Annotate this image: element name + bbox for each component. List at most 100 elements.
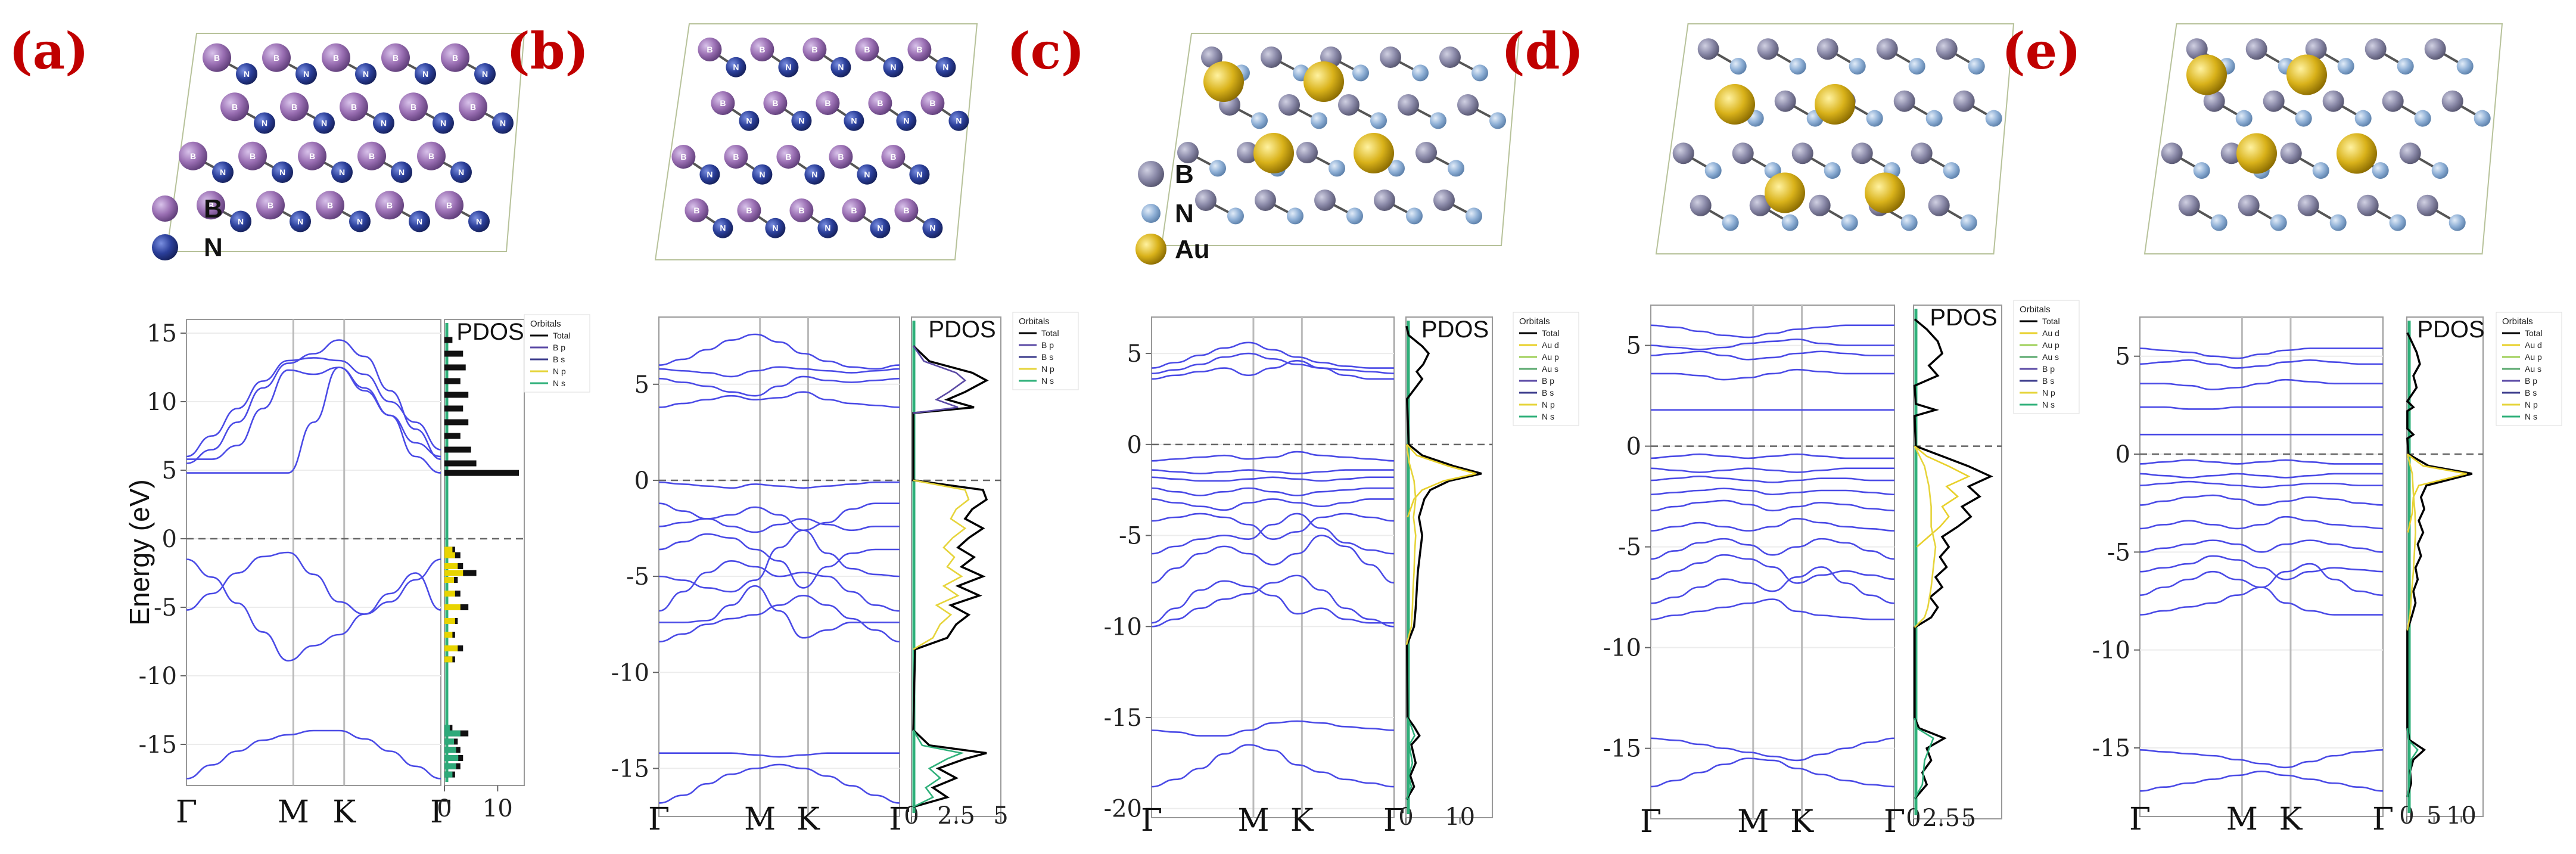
n-atom xyxy=(1489,112,1506,129)
n-atom-tag: N xyxy=(381,118,387,128)
atomic-structures: BNBNBNBNBNBNBNBNBNBNBNBNBNBNBNBNBNBNBNBN… xyxy=(166,23,2503,260)
n-atom xyxy=(2193,162,2210,179)
n-atom xyxy=(1430,112,1446,129)
pdos-curve-n-p xyxy=(913,479,970,650)
n-atom xyxy=(1251,112,1268,129)
b-atom xyxy=(1415,142,1437,163)
n-atom-tag: N xyxy=(838,63,844,72)
pdos-bar-n-s xyxy=(444,738,455,745)
n-atom-tag: N xyxy=(942,63,948,72)
b-atom-tag: B xyxy=(890,152,896,162)
b-atom-tag: B xyxy=(825,98,830,108)
legend-entry: Total xyxy=(2525,328,2543,338)
b-atom xyxy=(2203,90,2225,112)
b-atom xyxy=(1314,190,1336,211)
band-line xyxy=(1650,324,1894,339)
b-atom-tag: B xyxy=(470,102,476,111)
b-atom xyxy=(907,38,932,61)
y-tick-label: 5 xyxy=(1626,333,1641,360)
b-atom-tag: B xyxy=(680,152,686,162)
b-atom xyxy=(1791,142,1813,164)
y-tick-label: 5 xyxy=(2115,343,2130,371)
b-atom xyxy=(2399,142,2421,164)
n-atom xyxy=(1960,214,1977,231)
n-atom-tag: N xyxy=(339,167,345,177)
pdos-title: PDOS xyxy=(456,319,524,345)
band-line xyxy=(1650,737,1895,762)
pdos-bar-total xyxy=(444,470,519,476)
b-atom xyxy=(2441,90,2463,112)
n-atom xyxy=(765,218,786,238)
legend-entry: B s xyxy=(553,355,565,364)
b-atom xyxy=(1433,190,1455,211)
pdos-bar-n-p xyxy=(444,604,461,610)
b-atom xyxy=(322,43,350,72)
band-line xyxy=(1151,720,1395,737)
n-atom xyxy=(896,110,917,131)
band-line xyxy=(2139,378,2383,390)
y-tick-label: -5 xyxy=(1119,523,1142,550)
n-atom-tag: N xyxy=(720,223,726,233)
n-atom xyxy=(1311,112,1327,129)
band-line xyxy=(658,518,900,533)
band-line xyxy=(1151,360,1394,380)
n-atom-tag: N xyxy=(903,116,909,126)
pdos-bar-n-s xyxy=(444,730,461,737)
n-atom xyxy=(212,161,234,183)
legend-entry: B p xyxy=(553,343,565,352)
b-atom xyxy=(789,198,814,222)
b-atom xyxy=(737,198,761,222)
b-atom xyxy=(2161,142,2183,164)
pdos-curve-n-s xyxy=(1405,717,1415,800)
legend-au-atom xyxy=(1135,234,1166,265)
b-atom xyxy=(179,141,207,170)
legend-b-atom xyxy=(152,195,178,222)
band-line xyxy=(2139,480,2383,489)
au-atom xyxy=(1765,172,1805,213)
b-atom xyxy=(1690,194,1712,216)
x-tick-label: Γ xyxy=(648,802,670,837)
b-atom-tag: B xyxy=(864,45,870,54)
y-tick-label: -5 xyxy=(154,594,177,622)
legend-entry: N p xyxy=(2042,388,2055,398)
n-atom-tag: N xyxy=(279,167,285,177)
n-atom xyxy=(948,110,969,131)
n-atom xyxy=(236,63,257,85)
b-atom xyxy=(763,91,788,115)
legend-entry: Au d xyxy=(2525,340,2542,350)
au-atom xyxy=(1715,84,1755,125)
n-atom xyxy=(2431,162,2449,179)
n-atom-tag: N xyxy=(303,69,309,79)
pdos-x-tick-label: 5 xyxy=(2426,802,2441,830)
n-atom xyxy=(1466,207,1482,225)
b-atom xyxy=(750,38,774,61)
pdos-curve-n-p xyxy=(1914,446,1937,628)
pdos-curve-n-s xyxy=(2406,728,2419,797)
band-line xyxy=(658,502,900,532)
n-atom xyxy=(1448,160,1464,177)
unit-cell-outline xyxy=(166,33,525,252)
pdos-bar-n-p xyxy=(444,570,463,576)
legend-entry: N p xyxy=(1542,400,1555,409)
n-atom-tag: N xyxy=(733,63,739,72)
au-atom xyxy=(2186,54,2227,95)
n-atom xyxy=(313,112,335,134)
band-line xyxy=(186,357,441,458)
pdos-bar-total xyxy=(444,433,461,439)
n-atom xyxy=(791,110,812,131)
band-plot-frame xyxy=(2139,316,2384,817)
structure-legend-a: B N xyxy=(152,194,223,262)
unit-cell-outline xyxy=(654,23,978,260)
band-line xyxy=(658,763,900,804)
y-tick-label: -5 xyxy=(626,563,649,591)
b-atom xyxy=(1774,90,1796,112)
legend-entry: B s xyxy=(2525,388,2537,398)
y-tick-label: -10 xyxy=(2092,637,2130,664)
b-atom-tag: B xyxy=(309,151,315,161)
legend-n-label: N xyxy=(204,233,223,262)
band-line xyxy=(658,391,900,408)
b-atom xyxy=(381,43,410,72)
b-atom xyxy=(1380,46,1401,68)
